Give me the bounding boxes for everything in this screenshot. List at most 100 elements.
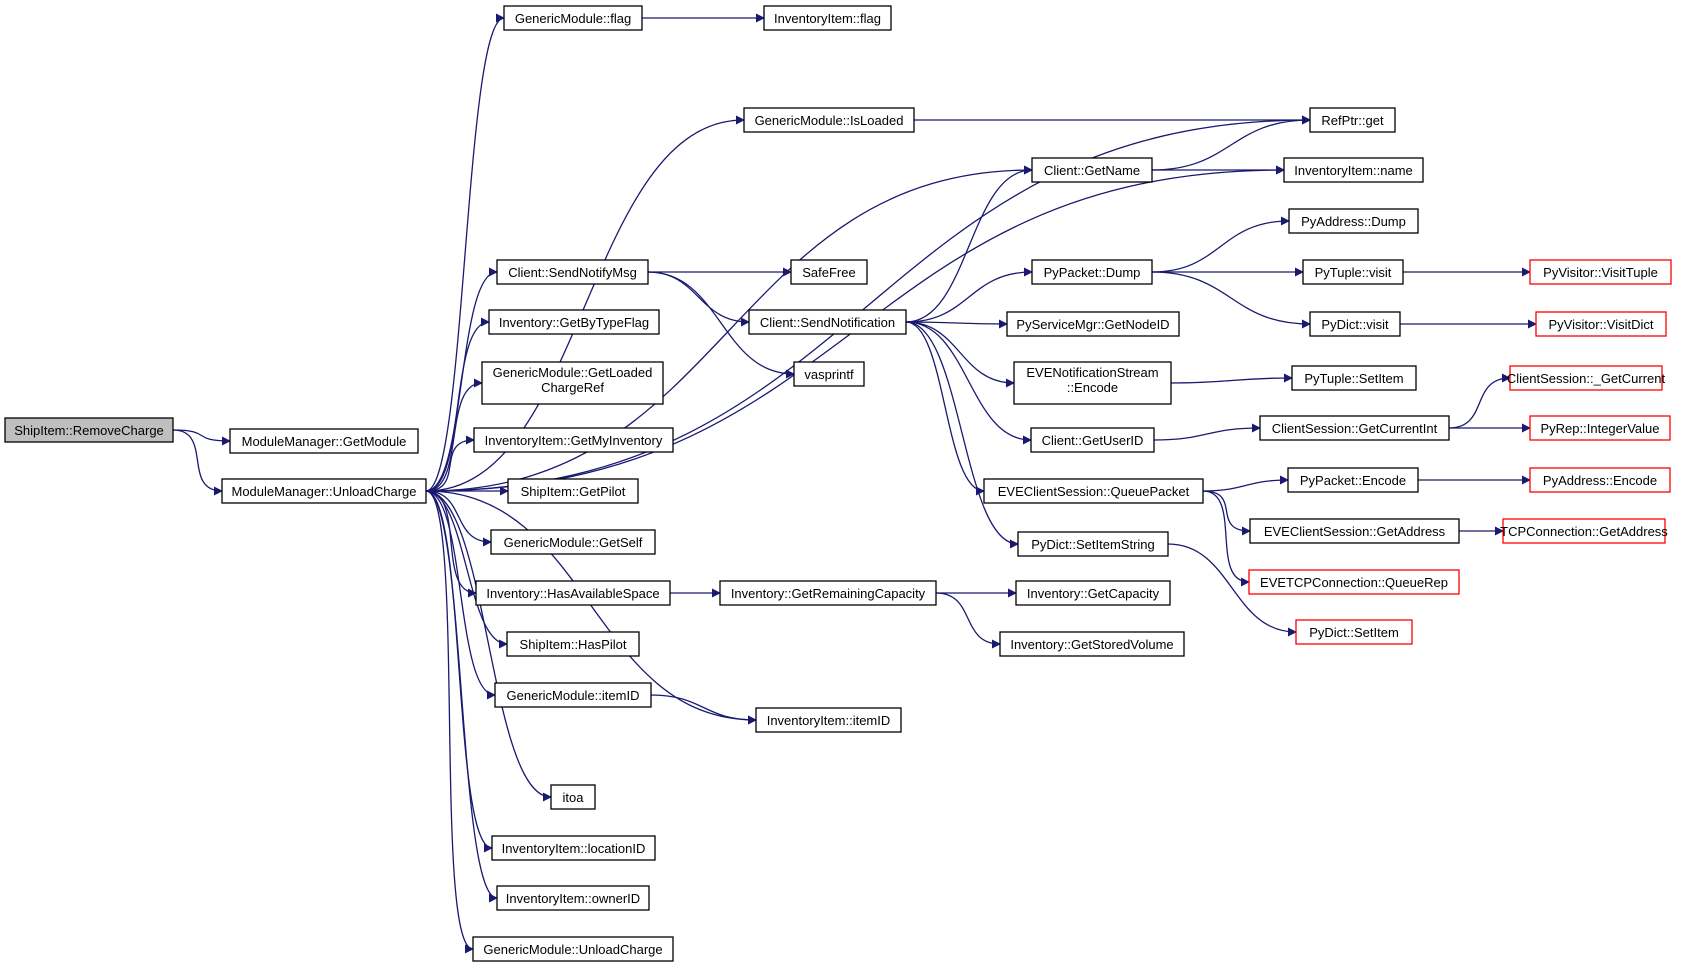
node-label: PyDict::SetItem — [1309, 625, 1399, 640]
node-label: Inventory::GetRemainingCapacity — [731, 586, 926, 601]
node-label: SafeFree — [802, 265, 855, 280]
node-box — [550, 784, 596, 810]
node-label: PyVisitor::VisitDict — [1549, 317, 1654, 332]
node-label: ClientSession::GetCurrentInt — [1272, 421, 1438, 436]
node-pyrep-integervalue[interactable]: PyRep::IntegerValue — [1529, 415, 1671, 441]
node-label: GenericModule::GetSelf — [504, 535, 643, 550]
node-label: InventoryItem::itemID — [767, 713, 891, 728]
node-inventoryitem-ownerid[interactable]: InventoryItem::ownerID — [496, 885, 650, 911]
edge-client-sendnotification-to-client-getuserid — [905, 321, 1032, 445]
node-label: InventoryItem::flag — [774, 11, 881, 26]
node-pypacket-dump[interactable]: PyPacket::Dump — [1031, 259, 1153, 285]
node-clientsession-getcurrent[interactable]: ClientSession::_GetCurrent — [1507, 365, 1666, 391]
node-vasprintf[interactable]: vasprintf — [793, 361, 865, 387]
node-pytuple-visit[interactable]: PyTuple::visit — [1302, 259, 1404, 285]
node-pydict-setitemstring[interactable]: PyDict::SetItemString — [1017, 531, 1169, 557]
node-box — [719, 580, 937, 606]
node-box — [1535, 311, 1667, 337]
edge-client-getname-to-refptr-get — [1151, 115, 1311, 171]
node-modulemanager-unloadcharge[interactable]: ModuleManager::UnloadCharge — [221, 478, 427, 504]
node-inventory-getstoredvolume[interactable]: Inventory::GetStoredVolume — [999, 631, 1185, 657]
node-genericmodule-isloaded[interactable]: GenericModule::IsLoaded — [743, 107, 915, 133]
node-inventoryitem-locationid[interactable]: InventoryItem::locationID — [491, 835, 656, 861]
node-label: TCPConnection::GetAddress — [1500, 524, 1668, 539]
node-pyaddress-dump[interactable]: PyAddress::Dump — [1288, 208, 1419, 234]
node-pytuple-setitem[interactable]: PyTuple::SetItem — [1291, 365, 1417, 391]
node-inventory-getbytypeflag[interactable]: Inventory::GetByTypeFlag — [488, 309, 660, 335]
edge-client-sendnotification-to-client-getname — [905, 165, 1033, 323]
node-box — [1249, 518, 1460, 544]
node-box — [491, 835, 656, 861]
node-box — [1015, 580, 1171, 606]
node-inventoryitem-name[interactable]: InventoryItem::name — [1283, 157, 1424, 183]
node-pypacket-encode[interactable]: PyPacket::Encode — [1287, 467, 1419, 493]
node-inventoryitem-itemid[interactable]: InventoryItem::itemID — [755, 707, 902, 733]
node-label: EVENotificationStream — [1026, 365, 1158, 380]
node-genericmodule-itemid[interactable]: GenericModule::itemID — [494, 682, 652, 708]
edge-modulemanager-unloadcharge-to-genericmodule-getloadedchargeref — [425, 378, 483, 492]
node-pyservicemgr-getnodeid[interactable]: PyServiceMgr::GetNodeID — [1006, 311, 1180, 337]
node-clientsession-getcurrentint[interactable]: ClientSession::GetCurrentInt — [1259, 415, 1450, 441]
node-inventory-getremainingcapacity[interactable]: Inventory::GetRemainingCapacity — [719, 580, 937, 606]
node-evetcpconnection-queuerep[interactable]: EVETCPConnection::QueueRep — [1248, 569, 1460, 595]
node-pyvisitor-visittuple[interactable]: PyVisitor::VisitTuple — [1529, 259, 1672, 285]
edge-modulemanager-unloadcharge-to-refptr-get — [425, 115, 1311, 492]
node-label: ShipItem::GetPilot — [521, 484, 626, 499]
node-box — [1502, 518, 1666, 544]
node-genericmodule-unloadcharge[interactable]: GenericModule::UnloadCharge — [472, 936, 674, 962]
node-pydict-setitem[interactable]: PyDict::SetItem — [1295, 619, 1413, 645]
node-label: PyAddress::Encode — [1543, 473, 1657, 488]
node-label: RefPtr::get — [1321, 113, 1384, 128]
node-eveclientsession-getaddress[interactable]: EVEClientSession::GetAddress — [1249, 518, 1460, 544]
node-modulemanager-getmodule[interactable]: ModuleManager::GetModule — [229, 428, 419, 454]
node-label: Client::GetUserID — [1042, 433, 1144, 448]
node-genericmodule-flag[interactable]: GenericModule::flag — [503, 5, 643, 31]
edges — [172, 13, 1537, 954]
node-itoa[interactable]: itoa — [550, 784, 596, 810]
node-pyvisitor-visitdict[interactable]: PyVisitor::VisitDict — [1535, 311, 1667, 337]
node-box — [983, 478, 1204, 504]
node-label: EVEClientSession::GetAddress — [1264, 524, 1446, 539]
node-pydict-visit[interactable]: PyDict::visit — [1309, 311, 1401, 337]
node-box — [488, 309, 660, 335]
node-pyaddress-encode[interactable]: PyAddress::Encode — [1529, 467, 1671, 493]
edge-pydict-setitemstring-to-pydict-setitem — [1167, 543, 1297, 637]
node-label: itoa — [563, 790, 585, 805]
node-inventoryitem-getmyinventory[interactable]: InventoryItem::GetMyInventory — [473, 427, 674, 453]
node-box — [1302, 259, 1404, 285]
node-box — [1006, 311, 1180, 337]
node-shipitem-removecharge[interactable]: ShipItem::RemoveCharge — [4, 417, 174, 443]
node-client-getname[interactable]: Client::GetName — [1031, 157, 1153, 183]
node-client-sendnotifymsg[interactable]: Client::SendNotifyMsg — [496, 259, 649, 285]
node-tcpconnection-getaddress[interactable]: TCPConnection::GetAddress — [1500, 518, 1668, 544]
node-box — [229, 428, 419, 454]
node-label: GenericModule::flag — [515, 11, 631, 26]
node-eveclientsession-queuepacket[interactable]: EVEClientSession::QueuePacket — [983, 478, 1204, 504]
node-client-sendnotification[interactable]: Client::SendNotification — [748, 309, 907, 335]
node-safefree[interactable]: SafeFree — [790, 259, 868, 285]
node-label: PyDict::SetItemString — [1031, 537, 1155, 552]
node-inventoryitem-flag[interactable]: InventoryItem::flag — [763, 5, 892, 31]
node-label: ModuleManager::GetModule — [242, 434, 407, 449]
node-label: InventoryItem::name — [1294, 163, 1413, 178]
node-shipitem-getpilot[interactable]: ShipItem::GetPilot — [507, 478, 639, 504]
edge-client-sendnotifymsg-to-vasprintf — [647, 271, 795, 379]
node-refptr-get[interactable]: RefPtr::get — [1309, 107, 1396, 133]
edge-inventory-getremainingcapacity-to-inventory-getstoredvolume — [935, 592, 1001, 649]
node-inventory-getcapacity[interactable]: Inventory::GetCapacity — [1015, 580, 1171, 606]
node-label: GenericModule::IsLoaded — [755, 113, 904, 128]
edge-client-sendnotification-to-pyservicemgr-getnodeid — [905, 319, 1008, 329]
node-client-getuserid[interactable]: Client::GetUserID — [1030, 427, 1155, 453]
node-genericmodule-getself[interactable]: GenericModule::GetSelf — [490, 529, 656, 555]
node-label: Client::SendNotifyMsg — [508, 265, 637, 280]
node-evenotificationstream-encode[interactable]: EVENotificationStream::Encode — [1013, 361, 1172, 405]
node-inventory-hasavailablespace[interactable]: Inventory::HasAvailableSpace — [475, 580, 671, 606]
node-shipitem-haspilot[interactable]: ShipItem::HasPilot — [506, 631, 640, 657]
edge-client-sendnotification-to-pydict-setitemstring — [905, 321, 1019, 549]
edge-modulemanager-unloadcharge-to-inventory-getbytypeflag — [425, 317, 490, 492]
edge-clientsession-getcurrentint-to-clientsession-getcurrent — [1448, 373, 1511, 429]
node-label: Inventory::GetCapacity — [1027, 586, 1160, 601]
node-label: GenericModule::GetLoaded — [493, 365, 653, 380]
